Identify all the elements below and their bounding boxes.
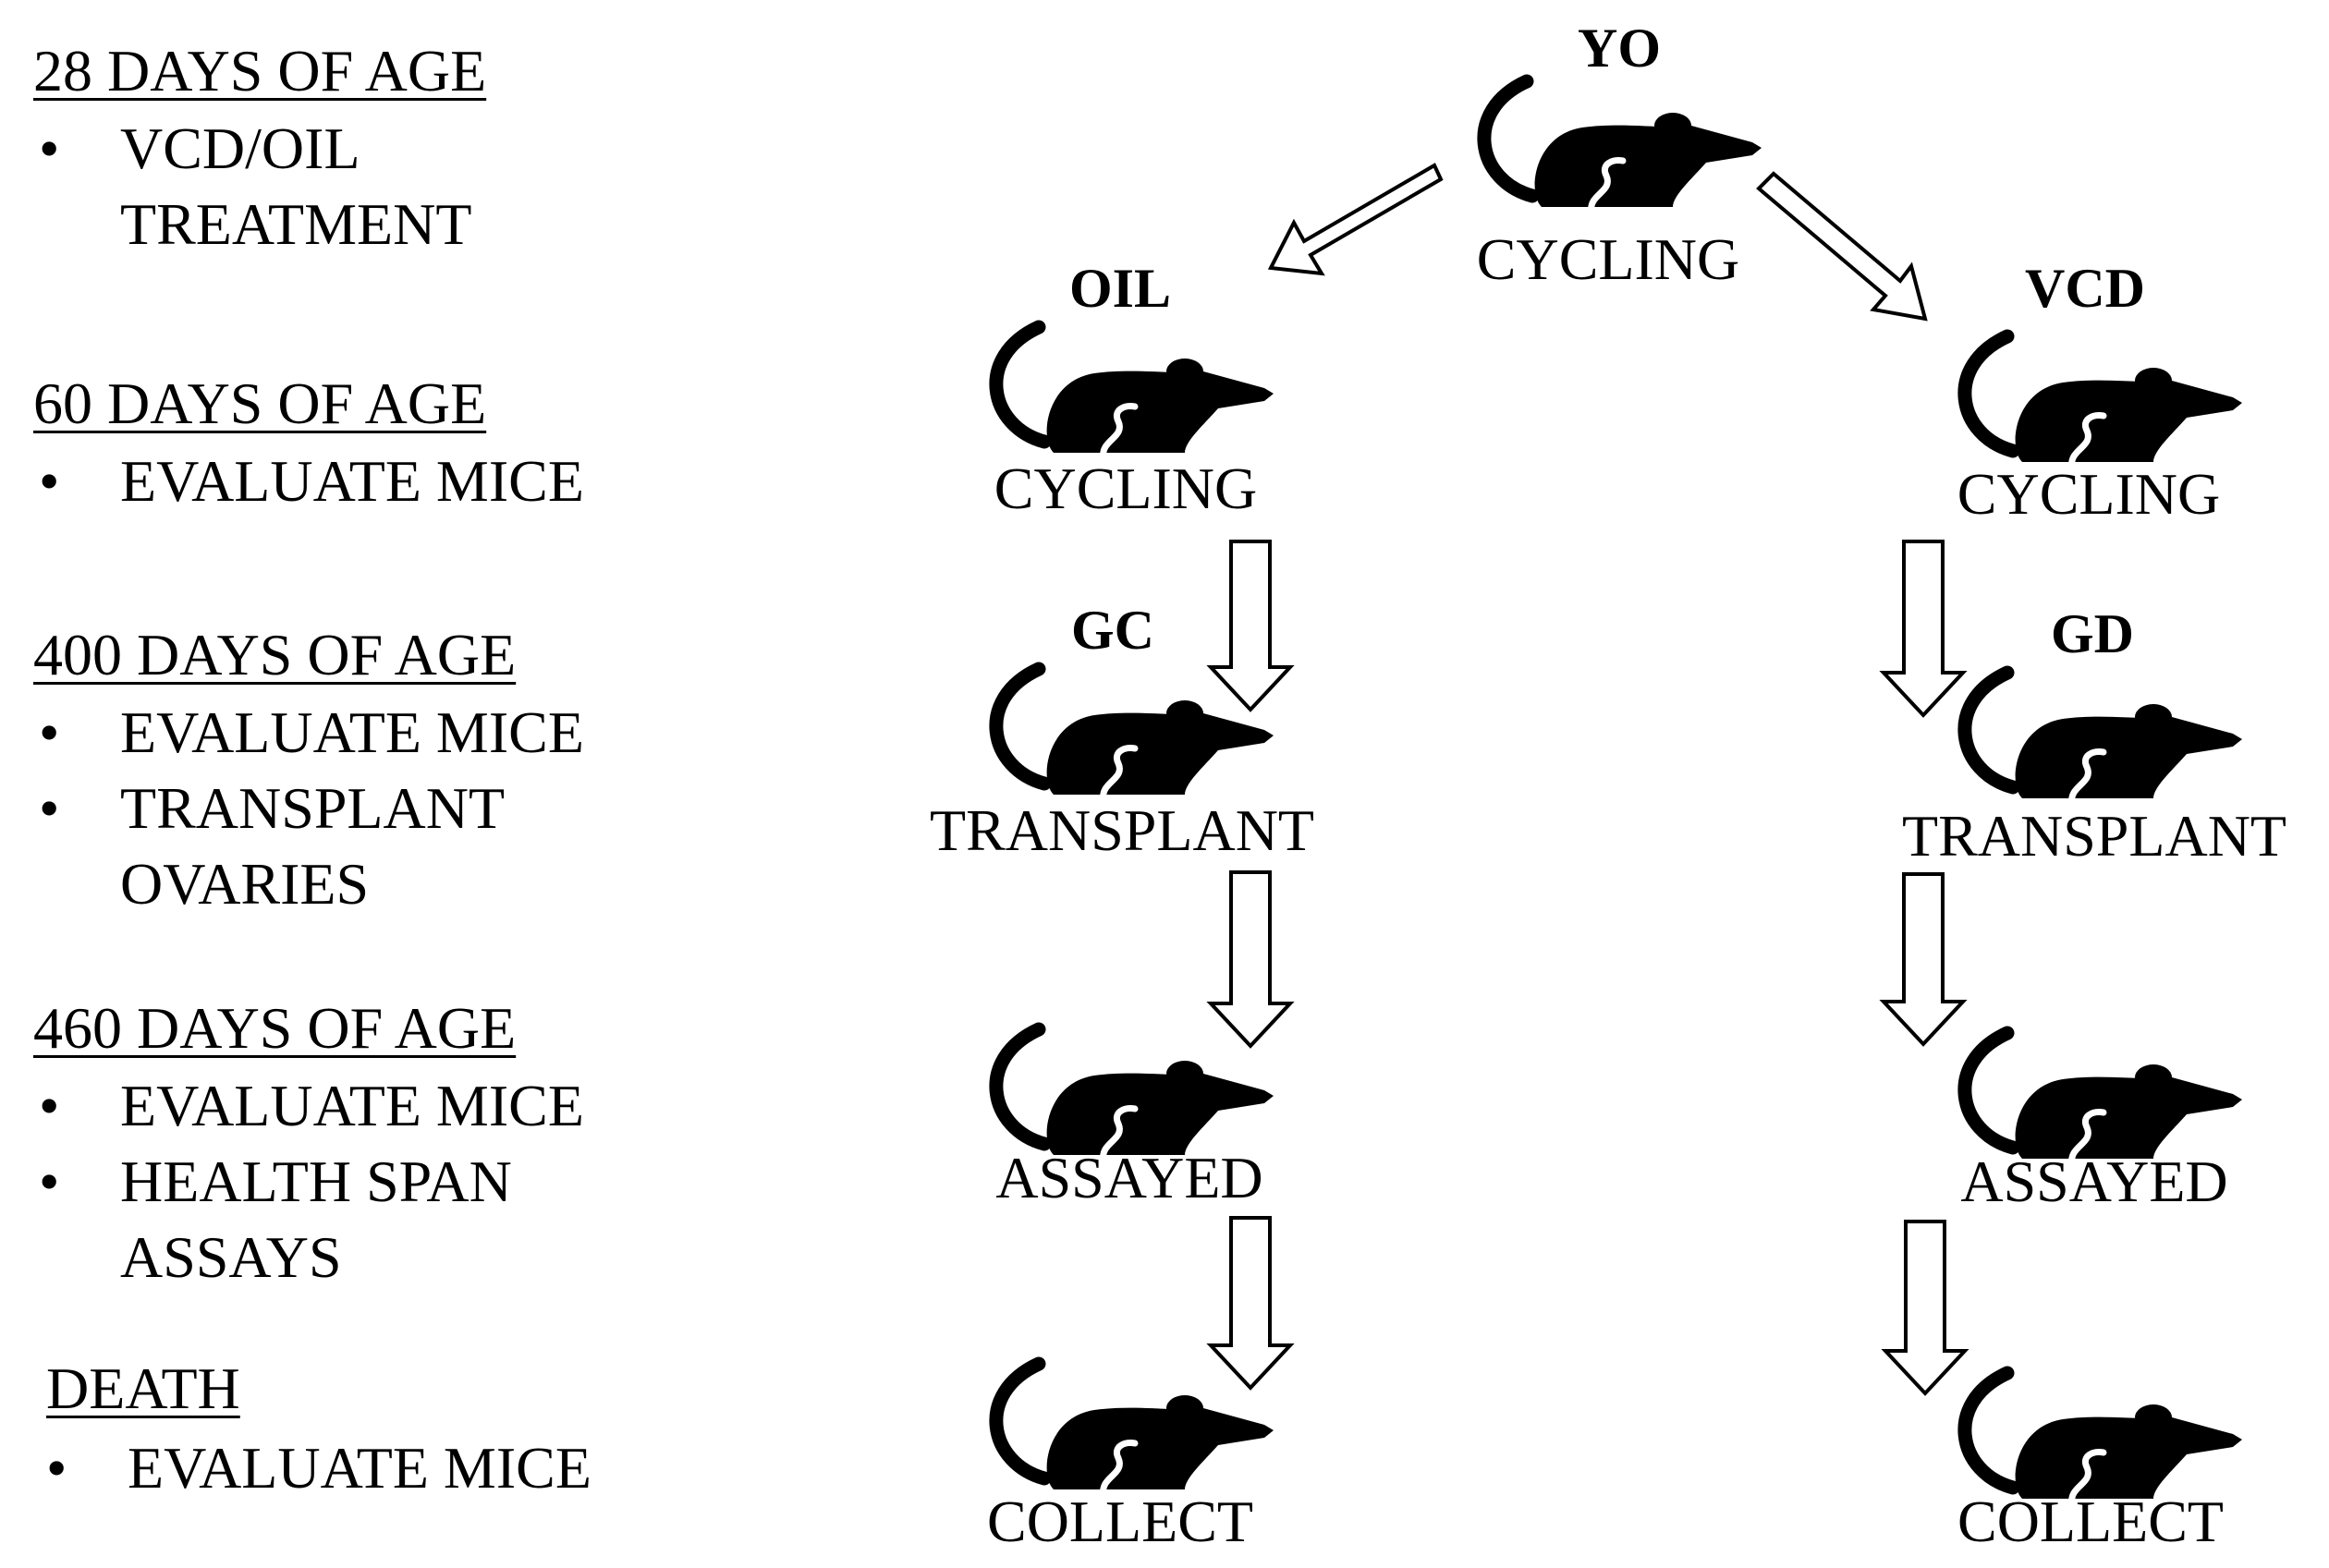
node-status-vcd: CYCLING (1957, 461, 2220, 527)
arrow-down (1879, 872, 1968, 1047)
arrow-root-to-oil (1267, 163, 1444, 276)
bullet-dot: • (39, 1149, 60, 1214)
arrow-down (1881, 1220, 1969, 1396)
arrow-root-to-vcd (1756, 171, 1928, 322)
timeline-heading-28-days: 28 DAYS OF AGE (33, 38, 487, 103)
bullet-text-line-1: EVALUATE MICE (120, 448, 584, 514)
mouse-icon (1484, 81, 1762, 213)
bullet-dot: • (39, 775, 60, 841)
mouse-icon (1965, 673, 2242, 804)
node-status-collect-left: COLLECT (987, 1489, 1253, 1554)
bullet-text-line-1: EVALUATE MICE (120, 699, 584, 765)
node-status-assayed-right: ASSAYED (1960, 1149, 2227, 1214)
bullet-text-line-2: OVARIES (120, 851, 370, 917)
bullet-dot: • (39, 1073, 60, 1138)
group-label-gc: GC (1071, 600, 1154, 661)
mouse-icon (996, 1364, 1274, 1495)
bullet-dot: • (39, 448, 60, 514)
group-label-oil: OIL (1069, 258, 1171, 319)
node-status-gc: TRANSPLANT (930, 797, 1314, 863)
bullet-text-line-1: VCD/OIL (120, 115, 360, 181)
arrow-down (1206, 1216, 1295, 1391)
arrow-down (1206, 870, 1295, 1049)
group-label-gd: GD (2051, 603, 2134, 664)
node-status-gd: TRANSPLANT (1902, 803, 2286, 869)
mouse-icon (1965, 1033, 2242, 1164)
mouse-icon (996, 327, 1274, 458)
bullet-text-line-2: TREATMENT (120, 191, 472, 257)
mouse-icon (1965, 336, 2242, 468)
bullet-text-line-1: EVALUATE MICE (128, 1435, 591, 1501)
timeline-heading-death: DEATH (46, 1355, 240, 1421)
bullet-text-line-1: TRANSPLANT (120, 775, 506, 841)
group-label-yo: YO (1578, 18, 1661, 79)
timeline-heading-460-days: 460 DAYS OF AGE (33, 995, 517, 1061)
bullet-dot: • (46, 1435, 67, 1501)
mouse-icon (996, 1029, 1274, 1161)
timeline-heading-60-days: 60 DAYS OF AGE (33, 371, 487, 436)
node-status-yo: CYCLING (1477, 226, 1739, 292)
bullet-text-line-1: HEALTH SPAN (120, 1149, 512, 1214)
arrow-down (1879, 540, 1968, 718)
bullet-text-line-1: EVALUATE MICE (120, 1073, 584, 1138)
group-label-vcd: VCD (2025, 258, 2145, 319)
node-status-collect-right: COLLECT (1957, 1489, 2224, 1554)
bullet-text-line-2: ASSAYS (120, 1224, 342, 1290)
bullet-dot: • (39, 115, 60, 181)
bullet-dot: • (39, 699, 60, 765)
timeline-heading-400-days: 400 DAYS OF AGE (33, 622, 517, 687)
node-status-assayed-left: ASSAYED (995, 1145, 1262, 1210)
mouse-icon (1965, 1373, 2242, 1504)
node-status-oil: CYCLING (994, 456, 1257, 521)
arrow-down (1206, 540, 1295, 712)
